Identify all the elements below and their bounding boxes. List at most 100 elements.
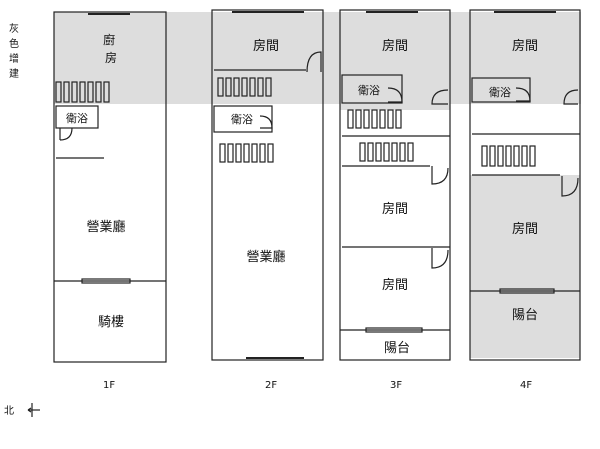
floor-2f-bath-door bbox=[259, 115, 273, 129]
floor-4f-stair-tread bbox=[521, 145, 528, 167]
floor-2f-outline bbox=[211, 9, 324, 361]
floor-3f-stair-tread bbox=[399, 142, 406, 162]
floor-4f-caption: 4F bbox=[520, 380, 533, 391]
floor-3f-room-door-top bbox=[431, 89, 449, 105]
shaded-addition-3f-strip bbox=[340, 104, 450, 110]
compass-label: 北 bbox=[4, 406, 14, 417]
floor-1f-arcade-label: 騎樓 bbox=[98, 315, 124, 330]
floor-4f-room-top-label: 房間 bbox=[512, 38, 538, 54]
floor-1f-stair-tread bbox=[103, 81, 110, 103]
floor-1f-stair-tread bbox=[79, 81, 86, 103]
shaded-addition-band bbox=[54, 12, 581, 104]
floor-2f-stair-lower bbox=[219, 143, 274, 163]
floor-2f-stair-upper bbox=[217, 77, 272, 97]
floor-3f-bath-label: 衛浴 bbox=[358, 84, 380, 97]
floor-1f-stair-tread bbox=[55, 81, 62, 103]
floor-2f-room-door bbox=[306, 51, 322, 73]
floor-4f-room-door-mid bbox=[561, 176, 579, 197]
floor-2f-stair-tread bbox=[241, 77, 248, 97]
shaded-addition-4f-lower bbox=[470, 175, 580, 358]
floor-2f-stair-tread bbox=[219, 143, 226, 163]
floor-3f-stair-tread bbox=[367, 142, 374, 162]
floor-1f: 廚 房 衛浴 營業廳 騎樓 bbox=[53, 11, 167, 363]
floor-1f-arcade-window bbox=[81, 278, 131, 284]
floor-4f-bath-door bbox=[515, 87, 531, 102]
floor-1f-stair-tread bbox=[87, 81, 94, 103]
shaded-addition-legend: 灰色增建 bbox=[6, 22, 22, 82]
floor-4f: 房間 衛浴 房間 陽台 bbox=[469, 9, 581, 361]
floor-2f: 房間 衛浴 營業廳 bbox=[211, 9, 324, 361]
floor-2f-stair-tread bbox=[251, 143, 258, 163]
floor-2f-stair-tread bbox=[227, 143, 234, 163]
floor-3f-stair-tread bbox=[387, 109, 394, 129]
floor-3f: 房間 衛浴 房間 房間 陽台 bbox=[339, 9, 451, 361]
floor-1f-stair-tread bbox=[63, 81, 70, 103]
floor-1f-caption: 1F bbox=[103, 380, 116, 391]
floor-2f-caption: 2F bbox=[265, 380, 278, 391]
floor-3f-room-low-label: 房間 bbox=[382, 277, 408, 293]
floor-1f-kitchen-char: 房 bbox=[105, 50, 117, 65]
floor-2f-stair-tread bbox=[233, 77, 240, 97]
floor-3f-stair-tread bbox=[359, 142, 366, 162]
floor-3f-room-door-mid bbox=[431, 166, 449, 185]
floor-4f-stair-tread bbox=[481, 145, 488, 167]
floor-3f-caption: 3F bbox=[390, 380, 403, 391]
floor-1f-stair-tread bbox=[71, 81, 78, 103]
floor-1f-business-hall-label: 營業廳 bbox=[86, 219, 125, 235]
floor-3f-room-top-label: 房間 bbox=[382, 38, 408, 54]
floor-4f-stair-tread bbox=[489, 145, 496, 167]
floor-4f-balcony-label: 陽台 bbox=[512, 308, 538, 323]
floor-3f-stair-tread bbox=[375, 142, 382, 162]
floor-4f-bath-box bbox=[471, 77, 531, 103]
floor-3f-stair-lower bbox=[359, 142, 414, 162]
floor-4f-stair-tread bbox=[505, 145, 512, 167]
floor-1f-kitchen-label: 廚 房 bbox=[103, 32, 119, 65]
floor-3f-stair-upper bbox=[347, 109, 402, 129]
floor-1f-stair bbox=[55, 81, 110, 103]
floor-2f-stair-tread bbox=[267, 143, 274, 163]
floor-1f-outline bbox=[53, 11, 167, 363]
floor-2f-stair-tread bbox=[235, 143, 242, 163]
floor-2f-stair-tread bbox=[225, 77, 232, 97]
floor-2f-room-label: 房間 bbox=[253, 38, 279, 54]
north-arrow-head bbox=[27, 407, 32, 413]
floor-3f-balcony-label: 陽台 bbox=[384, 341, 410, 356]
floor-3f-balcony-window bbox=[365, 327, 423, 333]
legend-text: 灰色增建 bbox=[9, 24, 19, 80]
floor-2f-stair-tread bbox=[243, 143, 250, 163]
north-arrow-icon bbox=[27, 403, 40, 417]
floor-2f-stair-tread bbox=[249, 77, 256, 97]
floor-4f-stair-tread bbox=[497, 145, 504, 167]
floor-2f-bath-box bbox=[213, 105, 273, 133]
floor-1f-bath-box bbox=[55, 105, 99, 129]
floor-4f-room-door-top bbox=[563, 89, 579, 105]
floor-1f-kitchen-char: 廚 bbox=[103, 32, 115, 47]
floor-3f-stair-tread bbox=[379, 109, 386, 129]
floor-4f-stair-tread bbox=[513, 145, 520, 167]
floor-2f-stair-tread bbox=[257, 77, 264, 97]
floor-3f-stair-tread bbox=[391, 142, 398, 162]
floor-4f-bath-label: 衛浴 bbox=[489, 86, 511, 99]
floor-3f-stair-tread bbox=[383, 142, 390, 162]
floor-4f-stair bbox=[481, 145, 536, 167]
floor-3f-stair-tread bbox=[407, 142, 414, 162]
floor-3f-stair-tread bbox=[355, 109, 362, 129]
floor-2f-stair-tread bbox=[217, 77, 224, 97]
floor-4f-room-mid-label: 房間 bbox=[512, 221, 538, 237]
floor-2f-stair-tread bbox=[259, 143, 266, 163]
floor-3f-stair-tread bbox=[395, 109, 402, 129]
floor-3f-room-mid-label: 房間 bbox=[382, 201, 408, 217]
floor-2f-stair-tread bbox=[265, 77, 272, 97]
floor-3f-stair-tread bbox=[347, 109, 354, 129]
floor-2f-business-hall-label: 營業廳 bbox=[246, 249, 285, 265]
floor-3f-stair-tread bbox=[371, 109, 378, 129]
floor-1f-stair-tread bbox=[95, 81, 102, 103]
floor-4f-outline bbox=[469, 9, 581, 361]
floor-3f-bath-box bbox=[341, 74, 403, 104]
floor-3f-room-door-low bbox=[431, 248, 449, 269]
floor-3f-stair-tread bbox=[363, 109, 370, 129]
floor-4f-balcony-window bbox=[499, 288, 555, 294]
floor-3f-outline bbox=[339, 9, 451, 361]
floor-3f-bath-door bbox=[387, 87, 403, 103]
